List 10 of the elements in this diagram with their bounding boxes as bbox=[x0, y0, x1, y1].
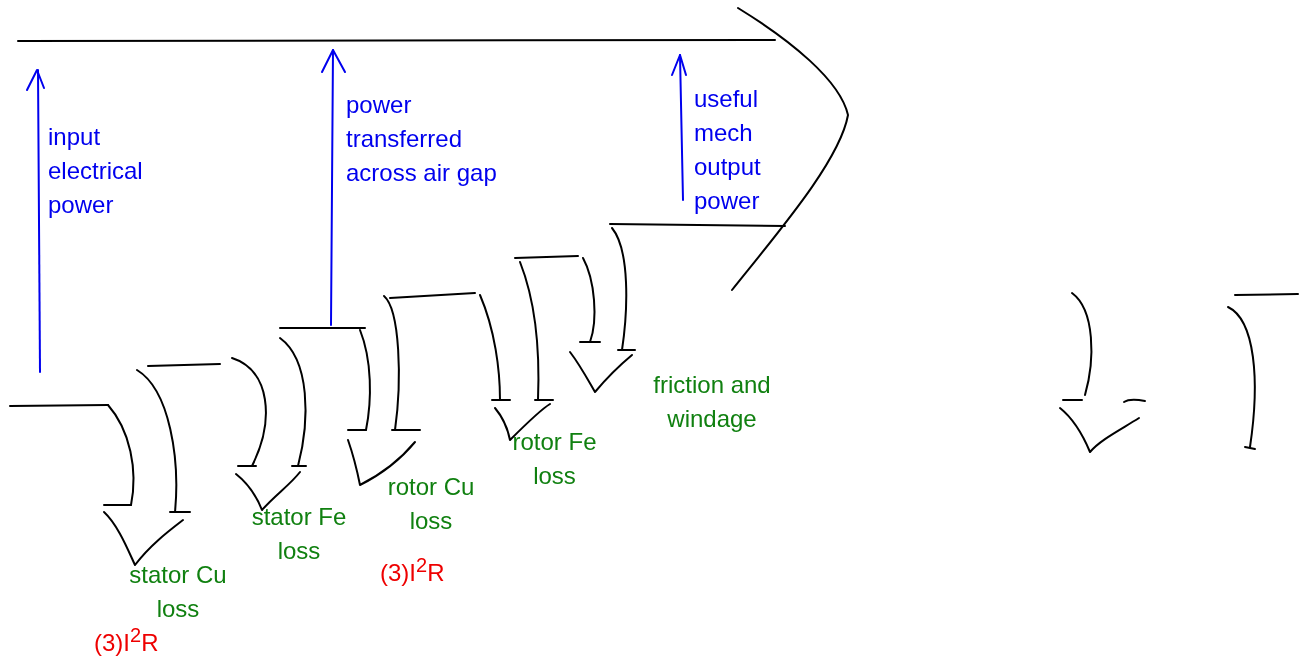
loss-label: stator Fe loss bbox=[250, 502, 348, 566]
power-label: useful mech output power bbox=[694, 84, 762, 216]
loss-label: stator Cu loss bbox=[128, 560, 228, 624]
power-label: power transferred across air gap bbox=[346, 90, 498, 188]
loss-label: rotor Cu loss bbox=[386, 472, 476, 536]
power-label: input electrical power bbox=[48, 122, 144, 220]
loss-label: rotor Fe loss bbox=[511, 427, 598, 491]
formula-label: (3)I$^{2}$R bbox=[380, 553, 446, 588]
loss-label: friction and windage bbox=[652, 370, 772, 434]
formula-label: (3)I$^{2}$R bbox=[94, 623, 160, 657]
